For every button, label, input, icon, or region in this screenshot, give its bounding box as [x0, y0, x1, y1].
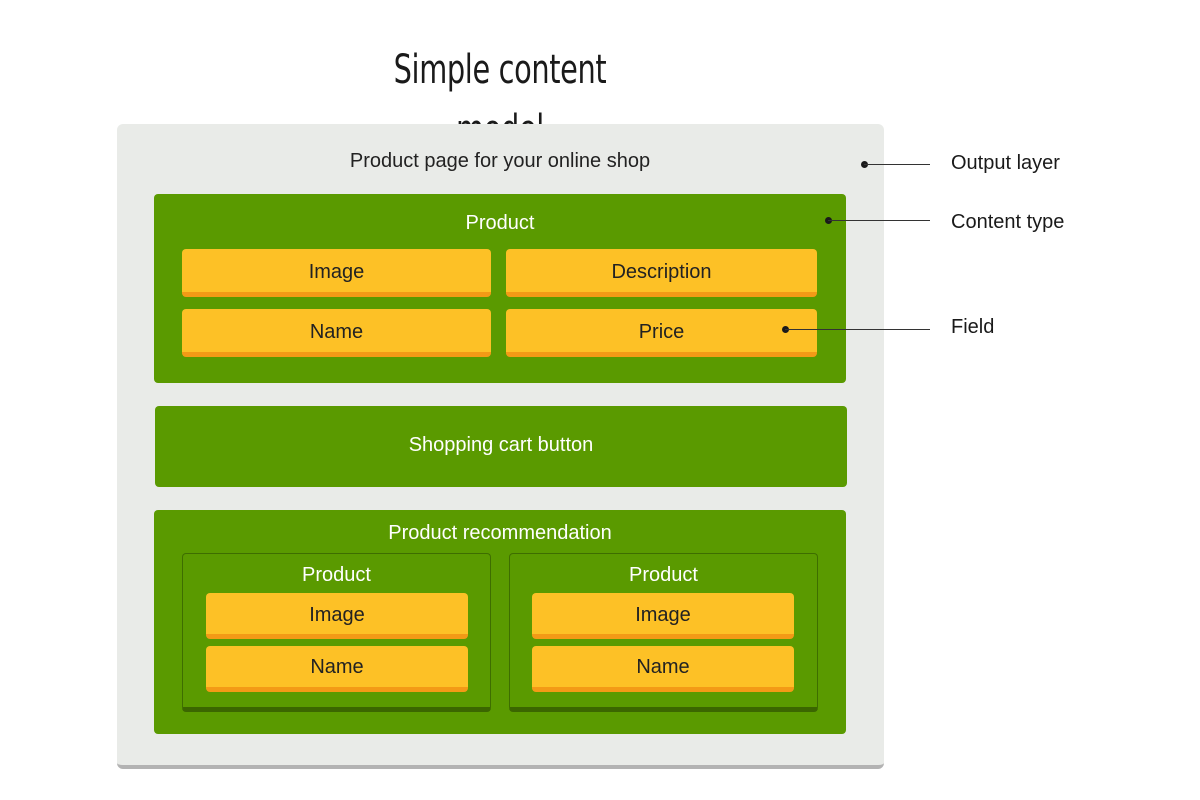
callout-label-output-layer: Output layer: [951, 152, 1060, 174]
callout-line-content-type: [828, 220, 930, 221]
output-layer-label: Product page for your online shop: [349, 150, 651, 172]
callout-line-output-layer: [864, 164, 930, 165]
recommended-field-image-2: Image: [532, 593, 794, 639]
diagram-title: Simple content model: [393, 47, 607, 153]
product-content-type-box: Product Image Description Name Price: [154, 194, 846, 383]
field-name: Name: [182, 309, 491, 357]
product-content-type-label: Product: [465, 212, 535, 234]
field-price: Price: [506, 309, 817, 357]
recommended-field-image-1: Image: [206, 593, 468, 639]
callout-line-field: [785, 329, 930, 330]
shopping-cart-content-type-box: Shopping cart button: [155, 406, 847, 487]
recommended-product-box-1: Product Image Name: [182, 553, 491, 712]
recommended-product-box-2: Product Image Name: [509, 553, 818, 712]
recommended-field-name-2: Name: [532, 646, 794, 692]
field-image: Image: [182, 249, 491, 297]
callout-label-field: Field: [951, 316, 995, 338]
recommended-field-name-1: Name: [206, 646, 468, 692]
recommended-product-label-2: Product: [629, 564, 698, 586]
callout-label-content-type: Content type: [951, 211, 1065, 233]
recommendation-content-type-box: Product recommendation Product Image Nam…: [154, 510, 846, 734]
field-description: Description: [506, 249, 817, 297]
recommended-product-label-1: Product: [302, 564, 371, 586]
recommendation-label: Product recommendation: [388, 522, 612, 544]
shopping-cart-label: Shopping cart button: [408, 434, 594, 456]
